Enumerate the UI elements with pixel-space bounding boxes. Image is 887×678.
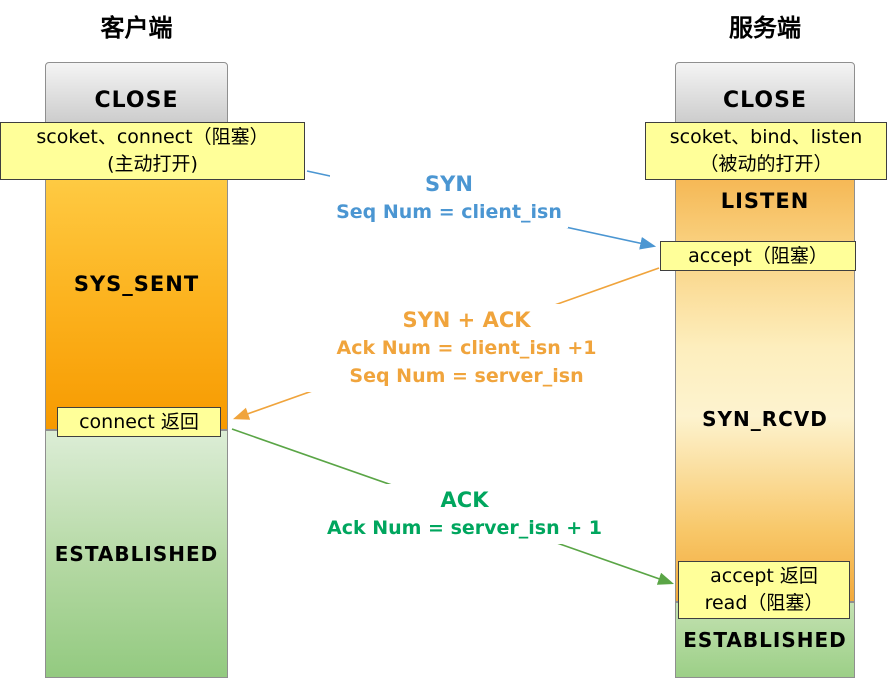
syn-message: SYN Seq Num = client_isn	[330, 168, 568, 228]
server-listen-synrcvd-segment: LISTEN SYN_RCVD	[675, 138, 855, 602]
syn-message-detail: Seq Num = client_isn	[336, 201, 562, 224]
client-state-established-label: ESTABLISHED	[54, 542, 219, 566]
client-state-syn-sent-segment: SYS_SENT	[45, 138, 228, 430]
client-socket-connect-box: scoket、connect（阻塞） (主动打开)	[0, 122, 305, 180]
client-socket-connect-line1: scoket、connect（阻塞）	[36, 126, 269, 148]
server-accept-block-label: accept（阻塞）	[688, 245, 828, 267]
server-socket-bind-listen-line1: scoket、bind、listen	[669, 126, 863, 148]
syn-ack-message-title: SYN + ACK	[402, 308, 531, 332]
server-accept-return-box: accept 返回 read（阻塞）	[678, 561, 850, 619]
server-state-syn-rcvd-label: SYN_RCVD	[702, 407, 828, 431]
server-accept-block-box: accept（阻塞）	[660, 241, 856, 271]
server-socket-bind-listen-box: scoket、bind、listen （被动的打开）	[645, 122, 887, 180]
server-accept-return-line1: accept 返回	[710, 565, 818, 587]
server-state-listen-label: LISTEN	[720, 189, 810, 213]
client-connect-return-label: connect 返回	[79, 411, 199, 433]
server-title: 服务端	[729, 14, 801, 42]
client-title: 客户端	[100, 14, 173, 42]
ack-message: ACK Ack Num = server_isn + 1	[318, 484, 611, 544]
client-state-close-label: CLOSE	[94, 87, 179, 113]
syn-ack-message-detail2: Seq Num = server_isn	[349, 364, 584, 387]
client-socket-connect-line2: (主动打开)	[107, 152, 198, 175]
server-socket-bind-listen-line2: （被动的打开）	[699, 152, 833, 175]
ack-message-title: ACK	[440, 488, 489, 512]
ack-message-detail: Ack Num = server_isn + 1	[326, 517, 603, 540]
server-accept-return-line2: read（阻塞）	[704, 591, 824, 614]
server-state-close-label: CLOSE	[723, 87, 807, 113]
client-connect-return-box: connect 返回	[57, 407, 221, 437]
client-state-syn-sent-label: SYS_SENT	[73, 272, 200, 296]
server-state-established-label: ESTABLISHED	[683, 628, 847, 652]
syn-message-title: SYN	[425, 172, 473, 196]
syn-ack-message: SYN + ACK Ack Num = client_isn +1 Seq Nu…	[295, 304, 638, 392]
syn-ack-message-detail1: Ack Num = client_isn +1	[336, 337, 597, 360]
